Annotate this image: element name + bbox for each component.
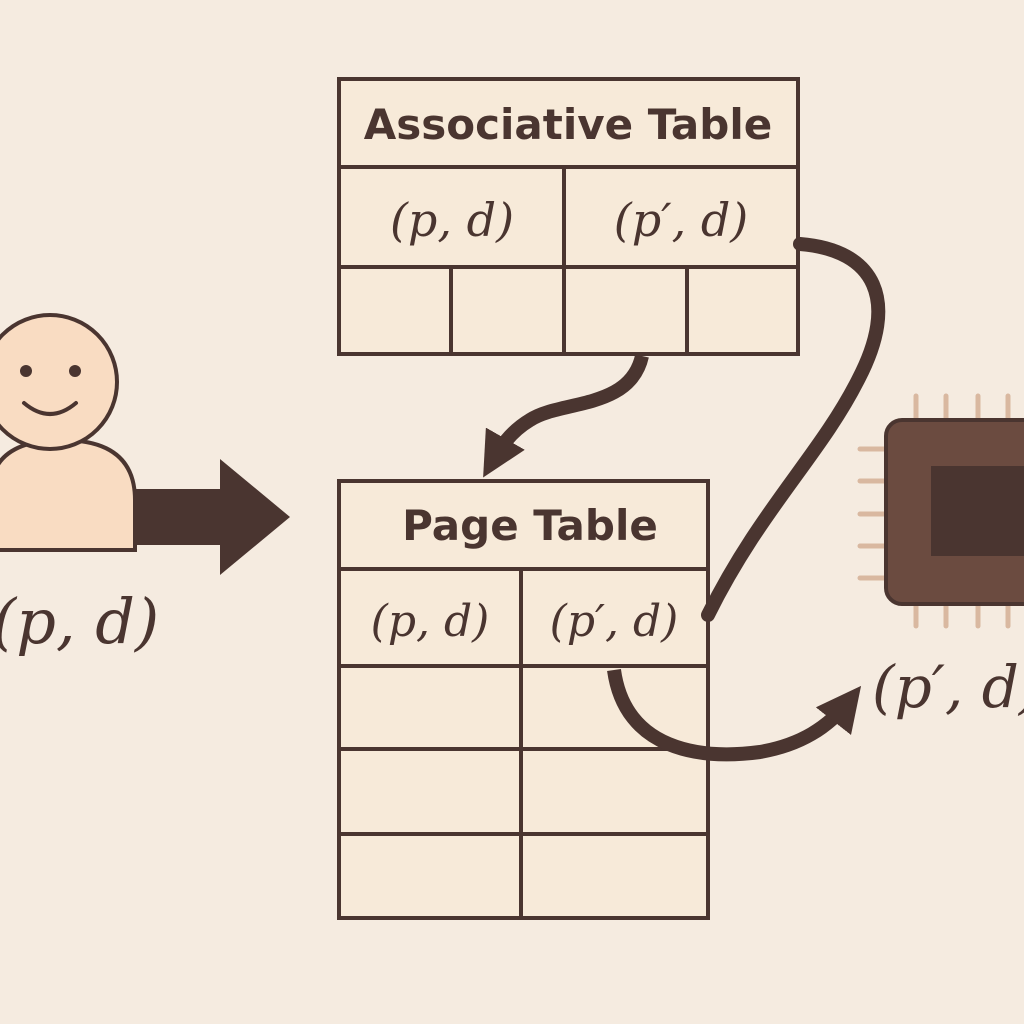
page-table-entry-right: (p′, d)	[550, 596, 679, 647]
page-table-entry-left: (p, d)	[371, 596, 490, 647]
user-figure	[0, 313, 137, 552]
page-table-frame	[337, 479, 710, 920]
person-smile-icon	[22, 401, 78, 416]
associative-to-page-table-arrow	[483, 353, 649, 478]
cpu-address-label: (p′, d)	[872, 653, 1024, 721]
cpu-chip-icon	[857, 393, 1024, 629]
associative-table-frame	[337, 77, 800, 356]
person-eye-icon	[20, 365, 32, 377]
associative-table: Associative Table (p, d) (p′, d)	[337, 77, 800, 356]
cpu-chip-die	[931, 466, 1024, 556]
page-table: Page Table (p, d) (p′, d)	[337, 479, 710, 920]
associative-table-entry-left: (p, d)	[390, 193, 514, 247]
user-address-label: (p, d)	[0, 585, 159, 658]
person-eye-icon	[69, 365, 81, 377]
user-to-page-table-arrow	[135, 459, 290, 575]
associative-table-entry-right: (p′, d)	[614, 193, 748, 247]
person-body	[0, 437, 137, 552]
page-table-title: Page Table	[402, 501, 658, 550]
associative-to-page-entry-link	[701, 237, 886, 622]
person-head-icon	[0, 313, 119, 451]
associative-table-title: Associative Table	[364, 100, 772, 149]
page-table-to-cpu-arrow	[607, 668, 862, 762]
